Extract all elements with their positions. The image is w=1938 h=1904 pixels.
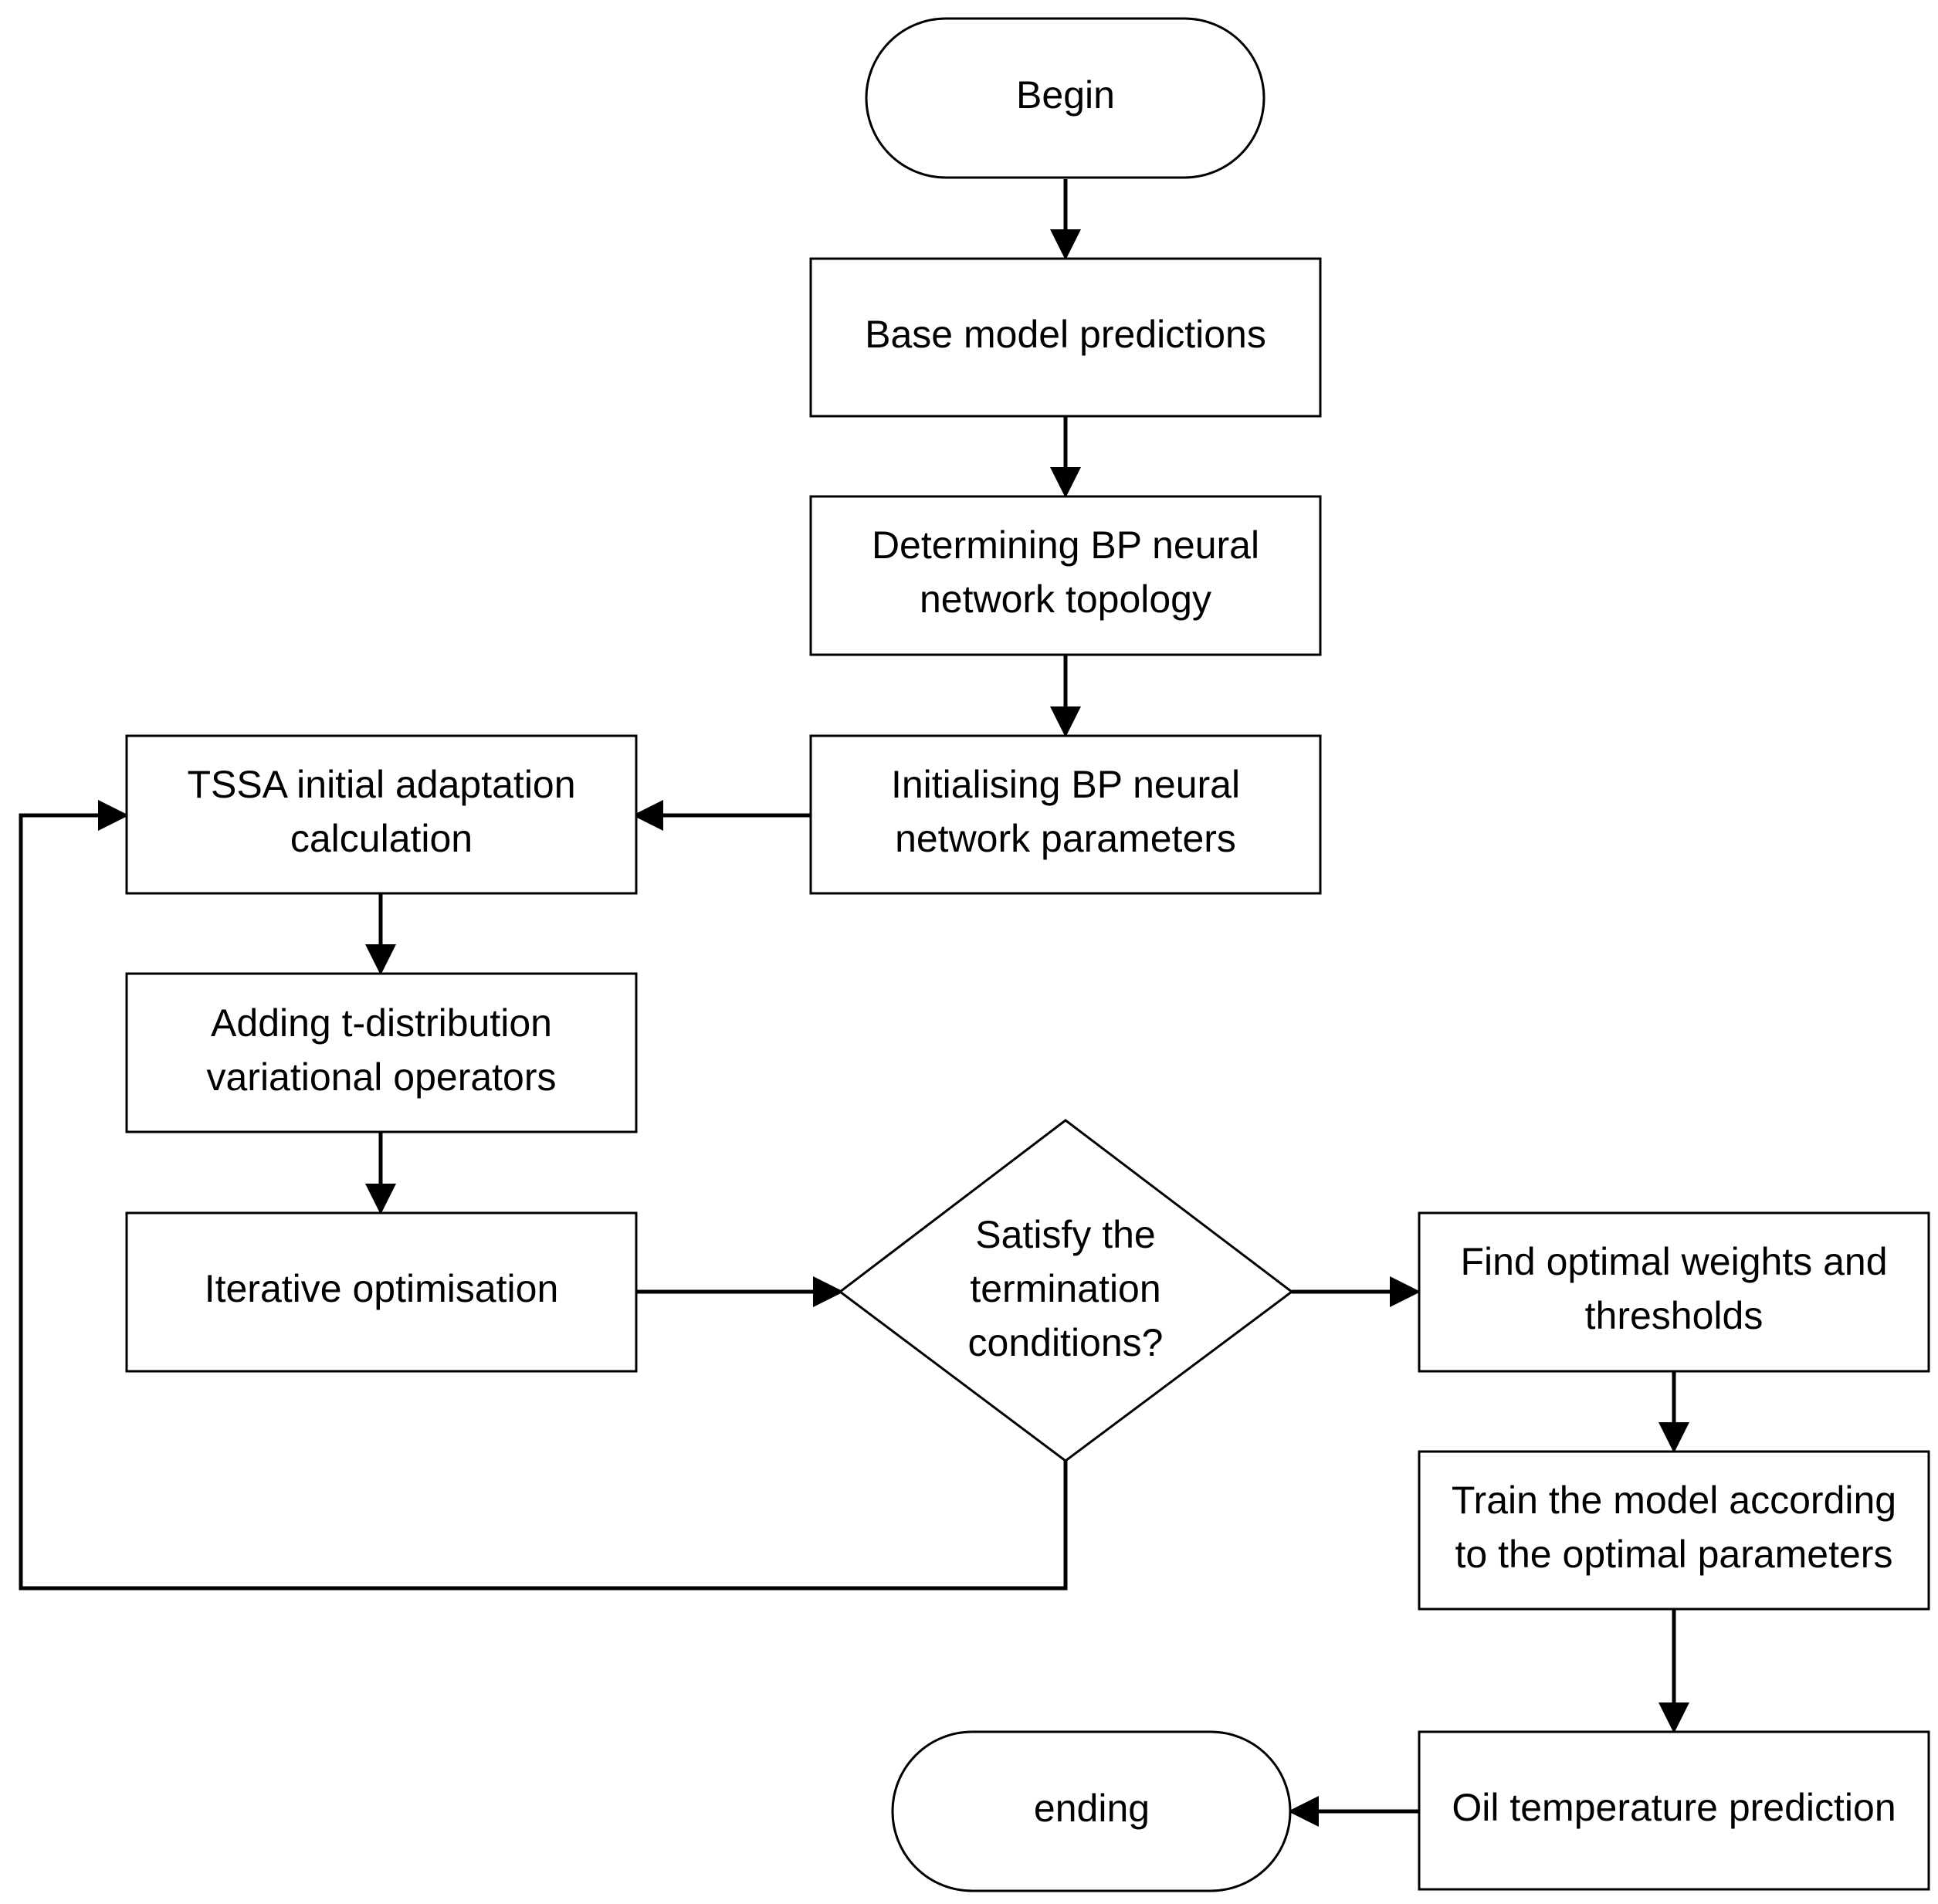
process-oil-temp (1418, 1730, 1930, 1891)
label-line: termination (970, 1267, 1160, 1310)
label-line: network parameters (895, 817, 1236, 860)
arrow-decision-loop-back-to-tssa (19, 800, 1068, 1591)
connectors (19, 179, 1689, 1827)
label-line: Begin (1016, 73, 1115, 117)
label-begin: Begin (1016, 73, 1115, 117)
label-topology: Determining BP neural network topology (872, 523, 1259, 621)
label-line: network topology (920, 578, 1211, 621)
label-line: Oil temperature prediction (1452, 1786, 1896, 1829)
label-iterative: Iterative optimisation (205, 1267, 559, 1310)
label-tssa: TSSA initial adaptation calculation (187, 763, 575, 860)
label-line: TSSA initial adaptation (187, 763, 575, 806)
label-init-params: Initialising BP neural network parameters (891, 763, 1240, 860)
process-t-dist (125, 972, 638, 1133)
process-topology (809, 495, 1322, 656)
label-line: variational operators (206, 1055, 556, 1099)
label-line: thresholds (1585, 1294, 1764, 1337)
label-line: Find optimal weights and (1460, 1240, 1887, 1283)
label-ending: ending (1034, 1787, 1150, 1830)
process-train (1418, 1450, 1930, 1611)
label-oil-temp: Oil temperature prediction (1452, 1786, 1896, 1829)
label-base-model: Base model predictions (865, 313, 1266, 356)
process-find-optimal (1418, 1211, 1930, 1373)
label-line: Initialising BP neural (891, 763, 1240, 806)
terminator-ending (891, 1730, 1292, 1892)
label-line: ending (1034, 1787, 1150, 1830)
label-decision: Satisfy the termination conditions? (968, 1213, 1164, 1364)
label-line: Iterative optimisation (205, 1267, 559, 1310)
process-iterative (125, 1211, 638, 1373)
label-line: Determining BP neural (872, 523, 1259, 567)
process-base-model (809, 257, 1322, 418)
terminator-begin (865, 17, 1265, 179)
label-line: calculation (290, 817, 473, 860)
label-line: conditions? (968, 1321, 1164, 1364)
decision-termination (838, 1119, 1294, 1462)
label-train: Train the model according to the optimal … (1452, 1479, 1896, 1576)
label-t-dist: Adding t-distribution variational operato… (206, 1001, 556, 1099)
label-line: Base model predictions (865, 313, 1266, 356)
label-find-optimal: Find optimal weights and thresholds (1460, 1240, 1887, 1337)
process-init-params (809, 734, 1322, 895)
label-line: to the optimal parameters (1455, 1533, 1893, 1576)
label-line: Satisfy the (975, 1213, 1155, 1256)
process-tssa (125, 734, 638, 895)
label-line: Adding t-distribution (211, 1001, 552, 1045)
label-line: Train the model according (1452, 1479, 1896, 1522)
